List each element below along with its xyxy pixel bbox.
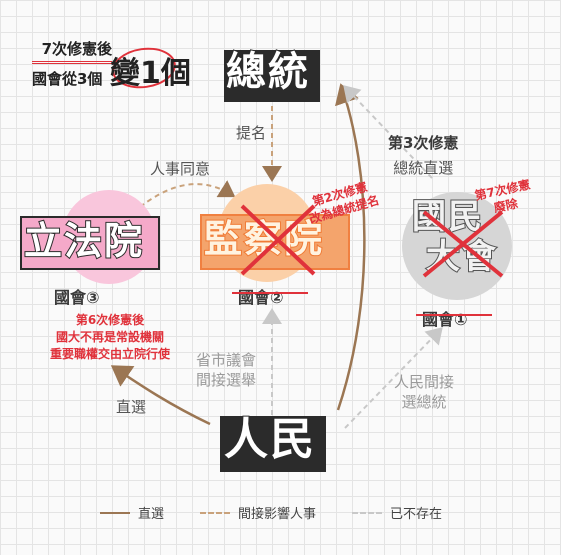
legislative-note-title: 第6次修憲後 xyxy=(75,313,145,327)
legend-indirect-label: 間接影響人事 xyxy=(238,507,317,522)
amend3-title: 第3次修憲 xyxy=(388,134,459,152)
header-block: 7次修憲後 國會從3個 xyxy=(32,38,112,89)
consent-label: 人事同意 xyxy=(150,160,211,178)
legislative-note-line2: 重要職權交由立院行使 xyxy=(50,347,171,361)
assembly-caption-strike xyxy=(416,314,492,316)
amend3-label: 第3次修憲 總統直選 xyxy=(388,132,458,178)
legend-gone-swatch xyxy=(352,511,383,514)
arrow-consent xyxy=(139,180,236,208)
amend3-text: 總統直選 xyxy=(393,159,454,177)
indirect-label-line1: 省市議會 xyxy=(196,351,257,369)
indirect-label-line2: 間接選舉 xyxy=(196,371,257,389)
legend-indirect-swatch xyxy=(200,511,231,514)
legend-direct-label: 直選 xyxy=(138,507,165,522)
arrow-people-assembly xyxy=(344,327,443,429)
legislative-label: 立法院 xyxy=(23,219,145,263)
header-line1: 7次修憲後 xyxy=(32,38,112,64)
control-cross-mark xyxy=(240,204,316,276)
arrow-direct-legislative xyxy=(110,365,211,426)
legislative-note: 第6次修憲後 國大不再是常設機關 重要職權交由立院行使 xyxy=(50,312,170,363)
indirect-label: 省市議會 間接選舉 xyxy=(196,350,256,390)
people-box xyxy=(220,416,326,472)
legend-gone-label: 已不存在 xyxy=(390,507,443,522)
control-caption-strike xyxy=(232,292,308,294)
assembly-cross-mark xyxy=(422,210,504,278)
legend-direct-swatch xyxy=(100,511,130,514)
direct-left-label: 直選 xyxy=(116,398,147,416)
president-box xyxy=(224,50,320,102)
people-indirect-line1: 人民間接 xyxy=(394,373,455,391)
legislative-caption: 國會③ xyxy=(54,288,100,307)
people-label: 人民 xyxy=(223,414,316,465)
legislative-box xyxy=(20,216,160,270)
legend: 直選 間接影響人事 已不存在 xyxy=(100,503,442,522)
assembly-caption: 國會① xyxy=(422,310,468,329)
arrow-assembly-president xyxy=(343,85,433,179)
people-indirect-line2: 選總統 xyxy=(401,393,447,411)
control-caption: 國會② xyxy=(238,288,284,307)
header-big: 變1個 xyxy=(110,56,191,91)
nominate-label: 提名 xyxy=(236,124,267,142)
header-big-wrap: 變1個 xyxy=(109,43,191,93)
legislative-note-line1: 國大不再是常設機關 xyxy=(55,330,164,344)
header-line2: 國會從3個 xyxy=(32,70,103,88)
assembly-circle xyxy=(402,192,512,300)
people-indirect-label: 人民間接 選總統 xyxy=(394,372,454,412)
arrow-direct-president xyxy=(335,83,366,411)
president-label: 總統 xyxy=(225,49,310,95)
